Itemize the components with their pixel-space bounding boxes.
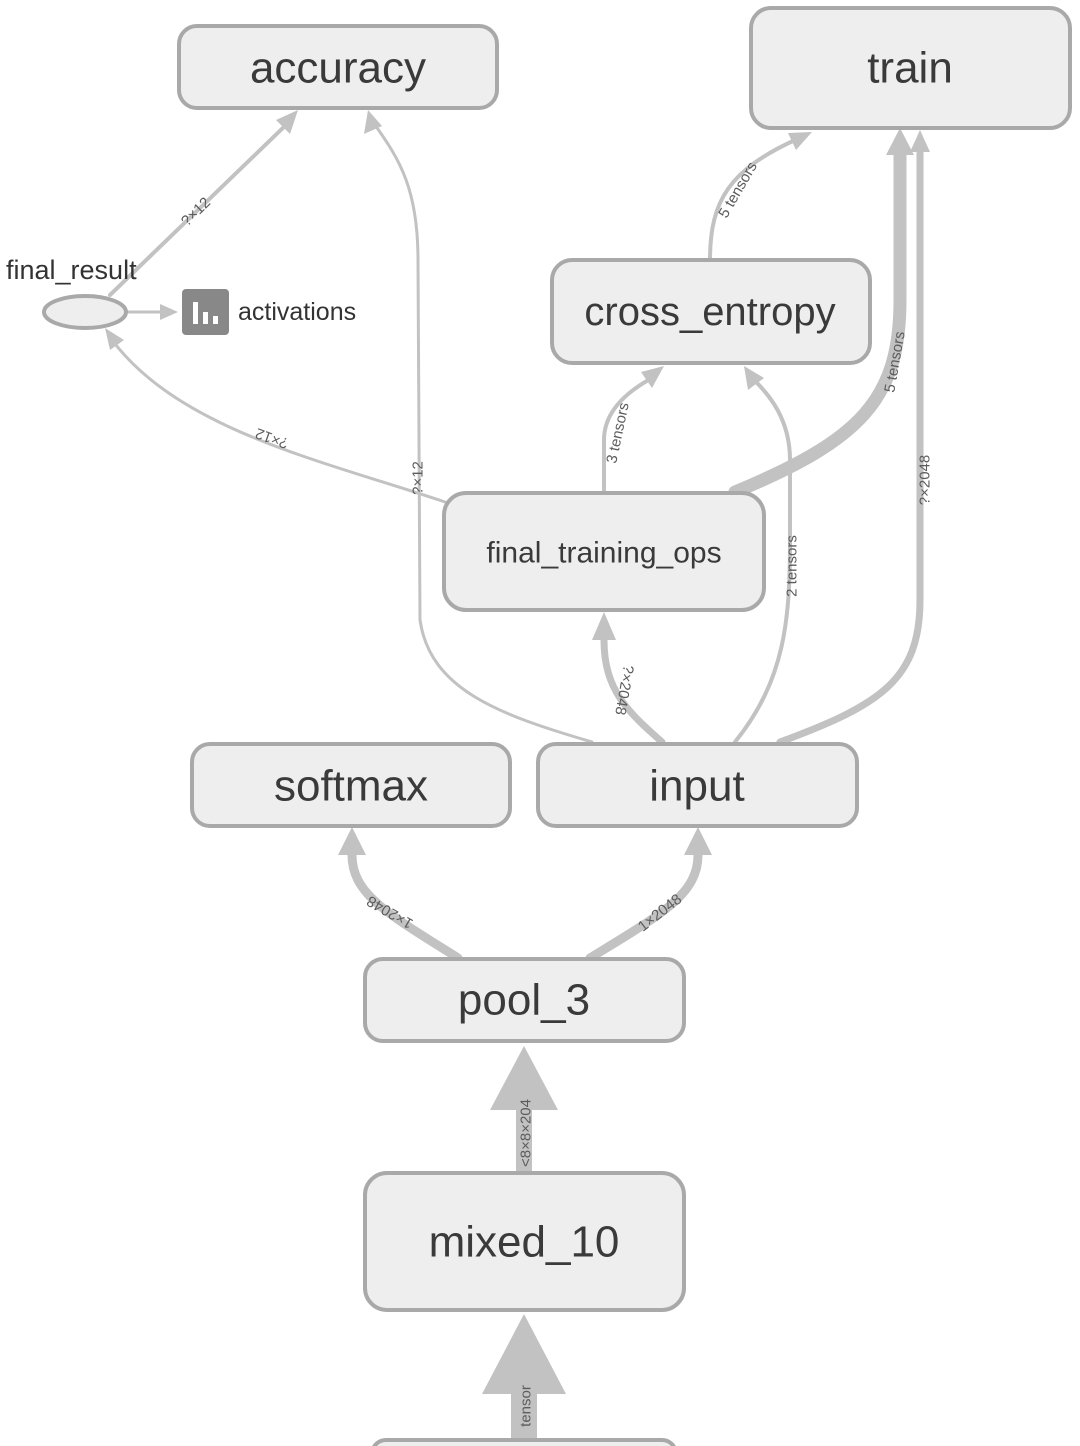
edge-label-input-to-train: ?×2048 — [917, 455, 934, 505]
node-accuracy[interactable]: accuracy — [177, 24, 499, 110]
node-label: pool_3 — [458, 976, 590, 1025]
nodes: accuracy train cross_entropy final_train… — [6, 6, 1072, 1446]
edge-ops-to-train[interactable] — [728, 148, 907, 499]
edge-ops-to-cross-entropy[interactable] — [602, 376, 654, 494]
bar-chart-icon-bar — [203, 312, 208, 324]
node-input[interactable]: input — [536, 742, 859, 828]
edge-input-to-cross-entropy[interactable] — [733, 376, 792, 744]
edge-arrowhead — [490, 1046, 558, 1110]
node-final-result[interactable]: final_result — [6, 255, 137, 330]
edge-cross-entropy-to-train[interactable] — [708, 138, 797, 262]
node-softmax[interactable]: softmax — [190, 742, 512, 828]
edge-arrowhead — [364, 110, 382, 134]
node-label: mixed_10 — [429, 1218, 620, 1267]
node-label: final_result — [6, 255, 137, 285]
node-label: activations — [238, 298, 356, 326]
edge-arrowhead — [886, 128, 914, 155]
edge-arrowhead — [744, 366, 764, 390]
node-label: cross_entropy — [584, 290, 835, 334]
edge-arrowhead — [276, 110, 298, 134]
edge-label-pool-to-input: 1×2048 — [635, 891, 685, 935]
edge-label-input-to-accuracy: ?×12 — [410, 461, 427, 495]
edge-label-ops-to-cross-entropy: 3 tensors — [603, 401, 632, 465]
edge-arrowhead — [105, 328, 124, 350]
edge-input-to-accuracy[interactable] — [373, 123, 594, 744]
node-mixed-10[interactable]: mixed_10 — [363, 1171, 686, 1312]
edge-arrowhead — [910, 130, 930, 152]
node-bottom-partial[interactable] — [372, 1438, 676, 1446]
node-label: softmax — [274, 762, 428, 811]
bar-chart-icon-bar — [193, 302, 198, 324]
edge-label-tensor-to-mixed: tensor — [518, 1385, 535, 1427]
edge-label-input-to-cross-entropy: 2 tensors — [784, 535, 801, 597]
edge-final-result-to-accuracy[interactable] — [108, 121, 290, 297]
edge-label-mixed-to-pool: <8×8×204 — [518, 1099, 535, 1167]
node-train[interactable]: train — [749, 6, 1072, 130]
edge-arrowhead — [160, 304, 178, 320]
edge-arrowhead — [684, 827, 712, 855]
node-final-training-ops[interactable]: final_training_ops — [442, 491, 766, 612]
edge-label-ops-to-train: 5 tensors — [881, 330, 908, 394]
edge-arrowhead — [482, 1314, 566, 1394]
edge-label-cross-entropy-to-train: 5 tensors — [715, 159, 761, 221]
edge-input-to-train[interactable] — [776, 146, 924, 746]
edges: ?×12 ?×12 ?×12 5 tensors 5 tensors ?×204… — [105, 110, 934, 1446]
node-cross-entropy[interactable]: cross_entropy — [550, 258, 872, 365]
node-label: final_training_ops — [486, 537, 721, 570]
edge-pool-to-softmax[interactable] — [347, 850, 463, 963]
node-label: train — [867, 44, 953, 93]
edge-arrowhead — [788, 132, 812, 150]
node-activations[interactable]: activations — [182, 289, 356, 335]
node-pool-3[interactable]: pool_3 — [363, 957, 686, 1043]
edge-pool-to-input[interactable] — [585, 850, 703, 963]
edge-label-ops-to-final-result: ?×12 — [253, 424, 291, 452]
edge-arrowhead — [338, 827, 366, 855]
node-label: input — [649, 762, 744, 811]
edge-input-to-ops[interactable] — [600, 636, 666, 746]
edge-ops-to-final-result[interactable] — [110, 338, 447, 504]
edge-label-pool-to-softmax: 1×2048 — [364, 892, 416, 932]
node-label: accuracy — [250, 44, 426, 93]
edge-arrowhead — [641, 366, 664, 388]
bar-chart-icon-bar — [213, 316, 218, 324]
edge-arrowhead — [592, 612, 616, 640]
